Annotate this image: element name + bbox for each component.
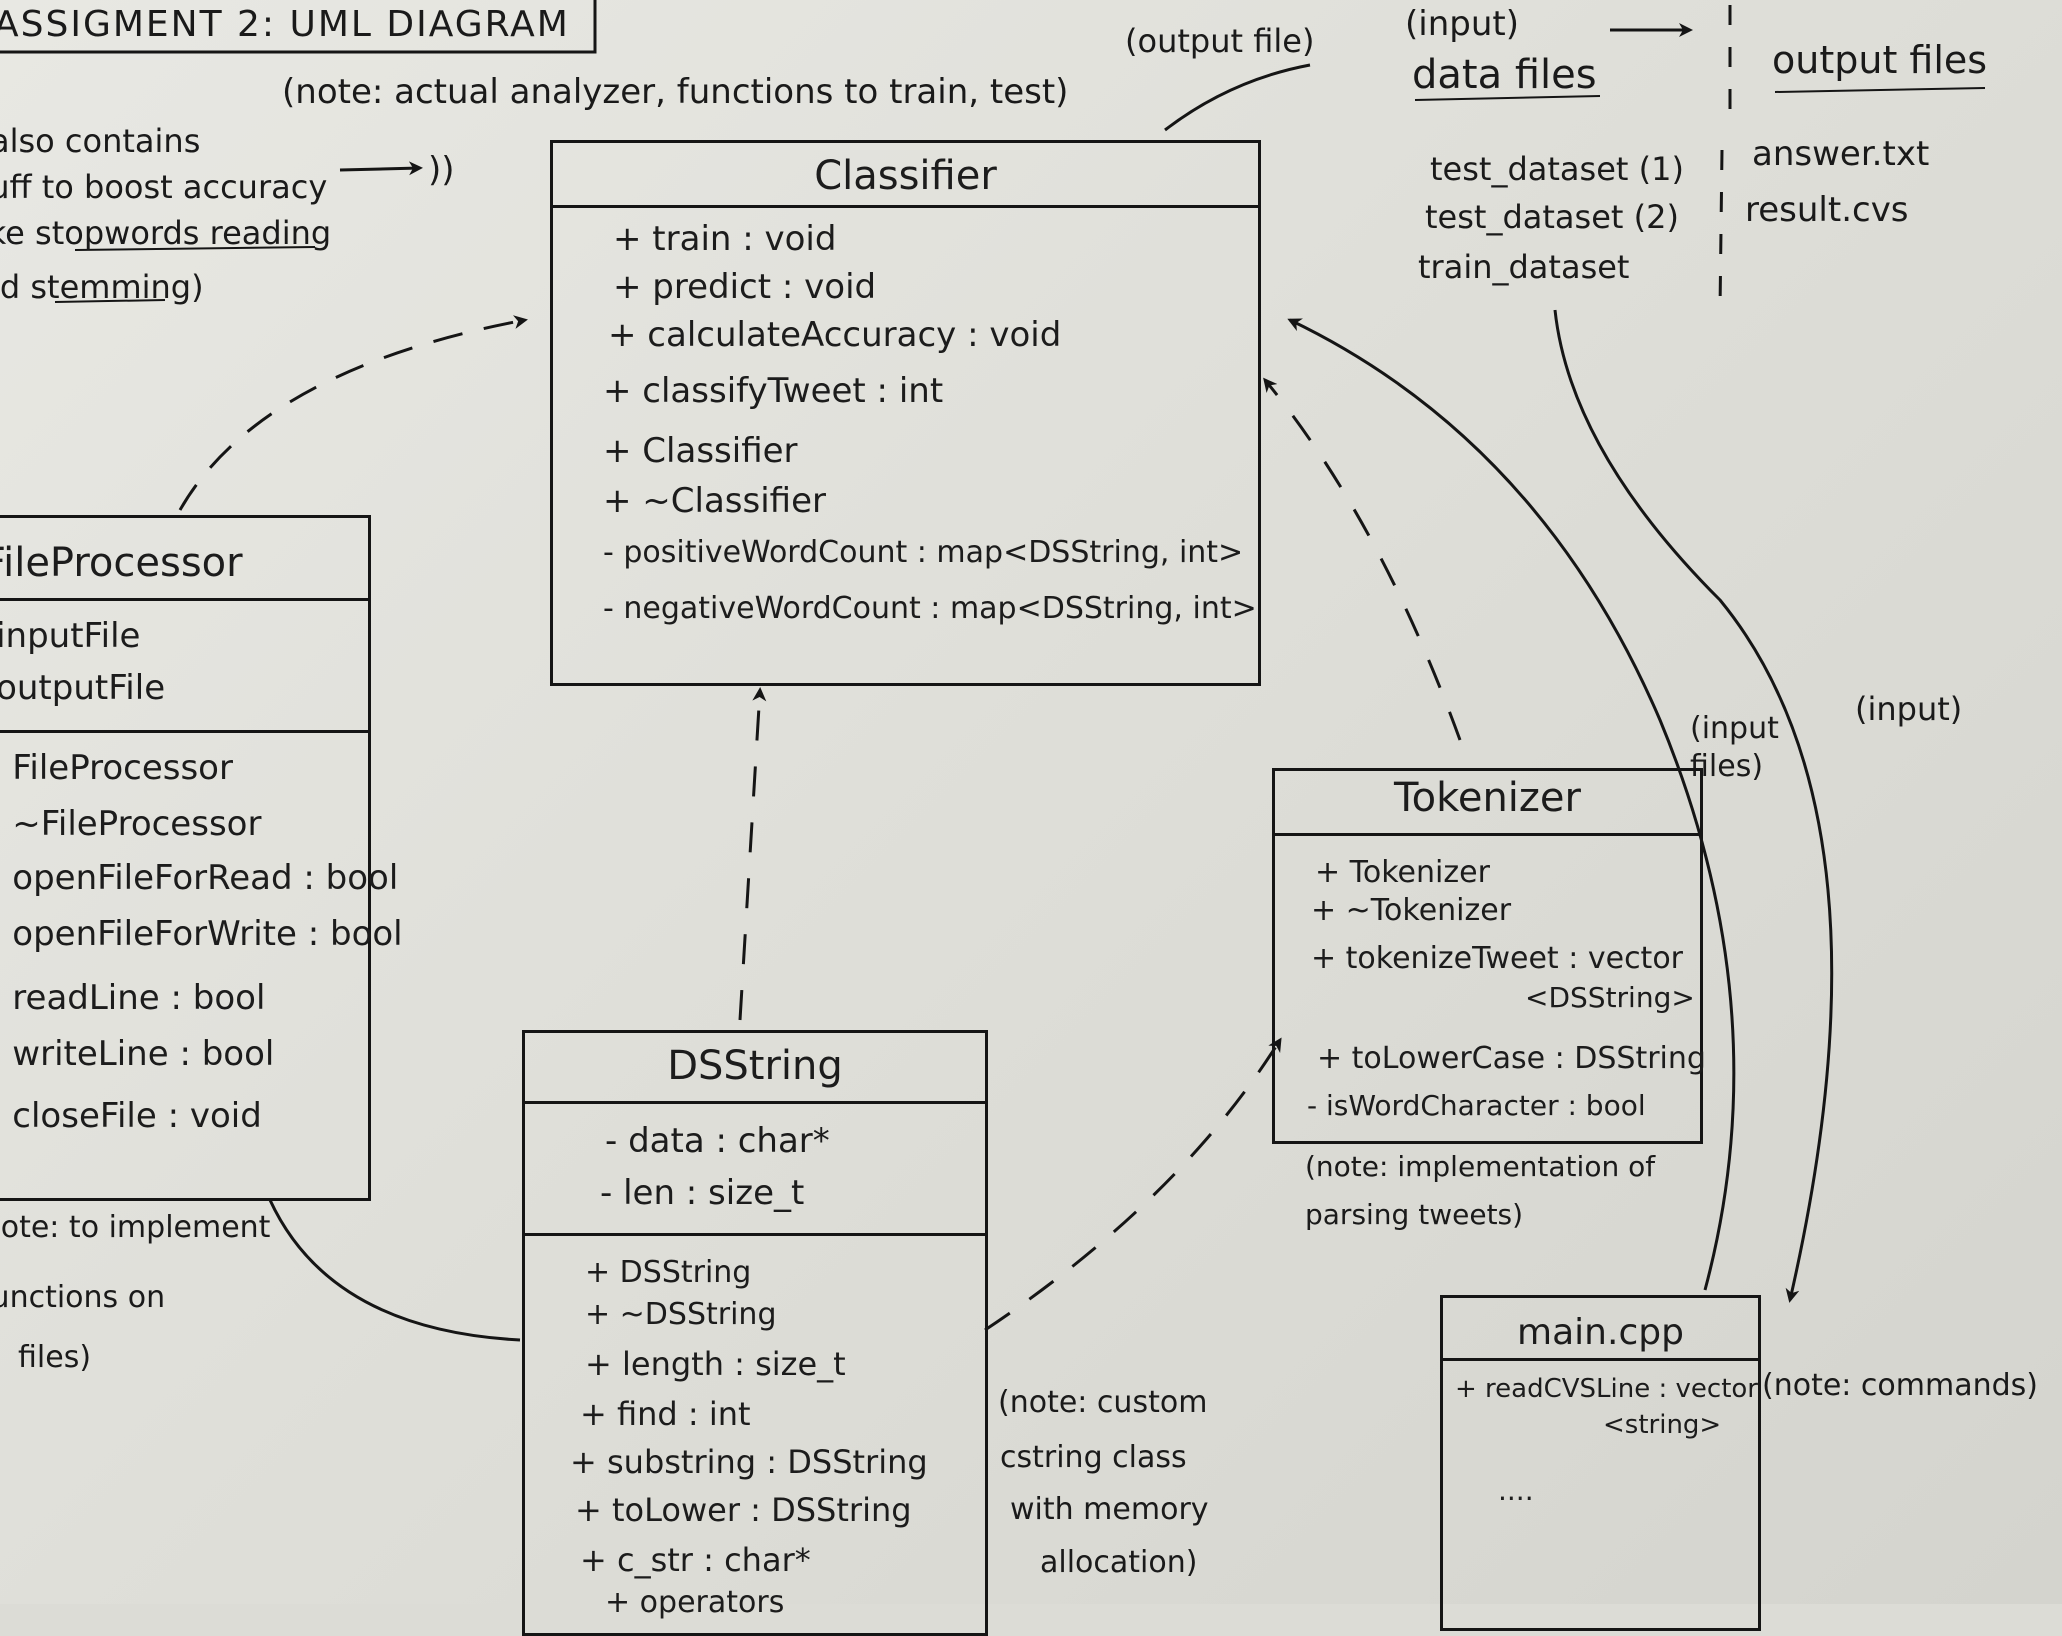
data-files-title: data files — [1412, 52, 1597, 98]
dsstring-class-name: DSString — [667, 1043, 843, 1089]
output-file-2: result.cvs — [1745, 190, 1909, 230]
dsstring-method: + substring : DSString — [570, 1443, 928, 1481]
dependency-fileprocessor-classifier — [178, 315, 528, 511]
main-cpp-method: .... — [1498, 1474, 1534, 1507]
files-divider — [1718, 5, 1732, 311]
fileprocessor-class-name: FileProcessor — [0, 540, 243, 586]
fileprocessor-note-line-1: (note: to implement — [0, 1210, 271, 1245]
tokenizer-class-name: Tokenizer — [1394, 775, 1581, 821]
fileprocessor-method: + FileProcessor — [0, 748, 233, 788]
classifier-member: + train : void — [613, 219, 837, 259]
classifier-class-box: Classifier + train : void + predict : vo… — [550, 140, 1261, 686]
dsstring-separator-1 — [525, 1101, 985, 1104]
dsstring-note-line-1: (note: custom — [998, 1385, 1208, 1420]
dsstring-method: + operators — [605, 1585, 785, 1620]
fileprocessor-method: + readLine : bool — [0, 978, 266, 1018]
tokenizer-method: <DSString> — [1525, 981, 1695, 1014]
tokenizer-note-line-2: parsing tweets) — [1305, 1198, 1524, 1231]
dsstring-attribute: - len : size_t — [600, 1173, 805, 1213]
tokenizer-separator — [1275, 833, 1700, 836]
association-datafiles-main — [1553, 309, 1834, 1303]
data-file-3: train_dataset — [1418, 248, 1630, 286]
classifier-member: - negativeWordCount : map<DSString, int> — [603, 591, 1257, 626]
association-main-classifier — [1287, 318, 1736, 1291]
association-fileprocessor-dsstring — [268, 1199, 521, 1342]
tokenizer-note-line-1: (note: implementation of — [1305, 1150, 1656, 1183]
left-note-line-3: like stopwords reading — [0, 214, 332, 252]
fileprocessor-method: + writeLine : bool — [0, 1034, 275, 1074]
fileprocessor-method: + openFileForRead : bool — [0, 858, 399, 898]
dsstring-method: + DSString — [585, 1255, 752, 1290]
tokenizer-private: - isWordCharacter : bool — [1307, 1089, 1646, 1122]
title-box-border — [0, 0, 597, 54]
output-file-pointer — [1164, 63, 1311, 132]
main-cpp-name: main.cpp — [1517, 1312, 1684, 1353]
left-note-line-1: also contains — [0, 122, 201, 160]
main-cpp-box: main.cpp + readCVSLine : vector <string>… — [1440, 1295, 1761, 1631]
left-note-line-2: stuff to boost accuracy — [0, 168, 328, 206]
page-title: ASSIGMENT 2: UML DIAGRAM — [0, 4, 570, 45]
dsstring-method: + c_str : char* — [580, 1541, 811, 1579]
dsstring-note-line-3: with memory — [1010, 1492, 1209, 1527]
left-note-arrow-label: )) — [428, 150, 455, 190]
fileprocessor-note-line-3: files) — [18, 1340, 92, 1375]
main-note: (note: commands) — [1762, 1368, 2039, 1403]
classifier-member: + calculateAccuracy : void — [608, 315, 1062, 355]
dependency-tokenizer-classifier — [1263, 377, 1462, 741]
dsstring-note-line-4: allocation) — [1040, 1545, 1198, 1580]
tokenizer-class-box: Tokenizer + Tokenizer + ~Tokenizer + tok… — [1272, 768, 1706, 1144]
left-note-arrow — [339, 161, 423, 176]
fileprocessor-attribute: - outputFile — [0, 668, 166, 708]
fileprocessor-separator-2 — [0, 730, 368, 733]
classifier-separator — [553, 205, 1258, 208]
tokenizer-method: + ~Tokenizer — [1311, 893, 1512, 928]
classifier-member: - positiveWordCount : map<DSString, int> — [603, 535, 1244, 570]
input-label: (input) — [1405, 4, 1519, 44]
fileprocessor-separator-1 — [0, 598, 368, 601]
output-files-title: output files — [1772, 38, 1988, 82]
tokenizer-method: + Tokenizer — [1315, 855, 1490, 890]
dependency-dsstring-tokenizer — [984, 1037, 1282, 1332]
classifier-note: (note: actual analyzer, functions to tra… — [282, 72, 1069, 112]
classifier-member: + ~Classifier — [603, 481, 826, 521]
classifier-member: + Classifier — [603, 431, 798, 471]
dsstring-method: + length : size_t — [585, 1345, 846, 1383]
classifier-class-name: Classifier — [814, 153, 997, 199]
input-label-2: (input) — [1855, 690, 1963, 728]
dependency-dsstring-classifier — [738, 687, 767, 1021]
fileprocessor-method: + closeFile : void — [0, 1096, 262, 1136]
dsstring-method: + find : int — [580, 1395, 751, 1433]
fileprocessor-note-line-2: functions on — [0, 1280, 166, 1315]
fileprocessor-method: + ~FileProcessor — [0, 804, 262, 844]
dsstring-attribute: - data : char* — [605, 1121, 830, 1161]
fileprocessor-class-box: FileProcessor - inputFile - outputFile +… — [0, 515, 403, 1201]
output-file-label: (output file) — [1125, 22, 1315, 60]
tokenizer-private: + toLowerCase : DSString — [1317, 1041, 1706, 1076]
output-file-1: answer.txt — [1752, 134, 1930, 174]
data-file-1: test_dataset (1) — [1430, 150, 1684, 188]
dsstring-method: + toLower : DSString — [575, 1491, 912, 1529]
classifier-member: + predict : void — [613, 267, 877, 307]
dsstring-method: + ~DSString — [585, 1297, 777, 1332]
fileprocessor-attribute: - inputFile — [0, 616, 141, 656]
data-file-2: test_dataset (2) — [1425, 198, 1679, 236]
main-cpp-method: + readCVSLine : vector — [1455, 1374, 1758, 1404]
main-cpp-method: <string> — [1603, 1410, 1722, 1440]
dsstring-class-box: DSString - data : char* - len : size_t +… — [522, 1030, 988, 1636]
tokenizer-method: + tokenizeTweet : vector — [1311, 941, 1684, 976]
classifier-member: + classifyTweet : int — [603, 371, 944, 411]
main-cpp-separator — [1443, 1358, 1758, 1361]
fileprocessor-method: + openFileForWrite : bool — [0, 914, 403, 954]
dsstring-note-line-2: cstring class — [1000, 1440, 1187, 1475]
input-files-label: (input files) — [1690, 711, 1779, 784]
dsstring-separator-2 — [525, 1233, 985, 1236]
left-note-line-4: and stemming) — [0, 268, 204, 306]
